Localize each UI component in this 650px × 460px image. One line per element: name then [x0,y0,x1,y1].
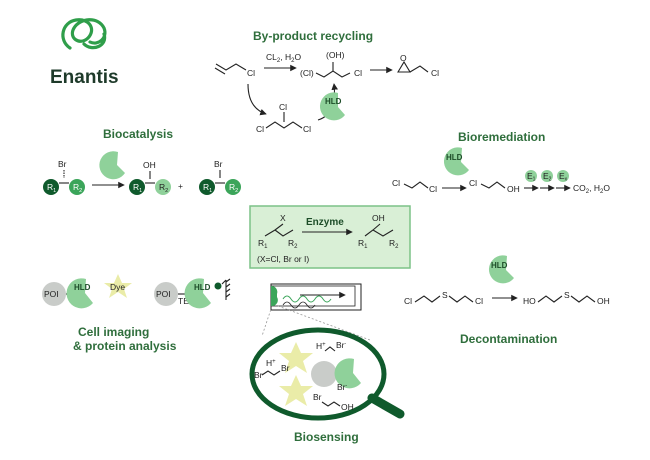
bs-br-3: Br [281,363,290,373]
biosensing-star-icon [279,375,313,406]
title-cell-imaging-2: & protein analysis [73,339,177,353]
svg-text:S: S [442,290,448,300]
center-oh: OH [372,213,385,223]
bs-br-4: Br- [337,382,348,392]
cell-imaging-scheme: POI HLD Dye POI TEV HLD [42,274,231,309]
byproduct-reagent: CL2, H2O [266,52,301,64]
rem-cl-2: Cl [429,184,437,194]
bio-br-2: Br [214,159,223,169]
bio-oh: OH [143,160,156,170]
central-reaction-box: X R1 R2 Enzyme OH R1 R2 (X=Cl, Br or I) [249,205,411,269]
rem-oh: OH [507,184,520,194]
svg-text:R1: R1 [258,238,268,250]
bs-h-2: H+ [316,341,326,351]
svg-text:R2: R2 [159,182,168,194]
svg-text:R1: R1 [358,238,368,250]
svg-text:HLD: HLD [74,283,91,292]
title-cell-imaging-1: Cell imaging [78,325,149,339]
byproduct-cl-1: Cl [247,68,255,78]
rem-cl-1: Cl [392,178,400,188]
svg-text:E2: E2 [543,171,552,183]
rem-cl-3: Cl [469,178,477,188]
biocatalysis-scheme: Br R1 R2 OH R1 R2 + Br R1 R2 [43,151,241,195]
dye-star-icon [104,274,132,298]
svg-text:TEV: TEV [178,296,195,306]
biocatalysis-enzyme-icon [99,151,125,180]
hld-enzyme-icon: HLD [319,92,345,121]
decontamination-enzyme-icon [488,255,514,284]
byproduct-cl-paren: (Cl) [300,68,314,78]
rem-enzyme-cascade: E1 E2 Ex [525,170,569,183]
svg-text:Dye: Dye [110,282,125,292]
title-bioremediation: Bioremediation [458,130,545,144]
svg-text:POI: POI [44,289,59,299]
svg-text:Cl: Cl [475,296,483,306]
svg-text:E1: E1 [527,171,536,183]
logo-swirl-icon [61,18,107,50]
svg-text:R2: R2 [73,182,82,194]
bioremediation-enzyme-icon [443,147,469,176]
svg-text:Ex: Ex [559,171,568,183]
svg-text:POI: POI [156,289,171,299]
svg-text:S: S [564,290,570,300]
svg-text:HLD: HLD [194,283,211,292]
bs-br-2: Br [254,370,263,380]
svg-text:R2: R2 [229,182,238,194]
logo-brand-text: Enantis [50,67,119,88]
title-decontamination: Decontamination [460,332,557,346]
svg-text:HLD: HLD [446,153,463,162]
center-x: X [280,213,286,223]
bs-h-1: H+ [266,358,276,368]
svg-text:R2: R2 [288,238,298,250]
rem-product: CO2, H2O [573,183,610,195]
svg-text:Cl: Cl [404,296,412,306]
svg-text:OH: OH [597,296,610,306]
svg-text:HO: HO [523,296,536,306]
byproduct-cl-3: Cl [431,68,439,78]
center-halogen-note: (X=Cl, Br or I) [257,254,309,264]
bioremediation-scheme: HLD Cl Cl Cl OH E1 E2 Ex CO2, H2O [392,147,610,195]
byproduct-scheme: Cl CL2, H2O (OH) (Cl) Cl O Cl Cl Cl Cl H… [214,50,439,134]
biosensing-scheme: H+ H+ Br- Br Br Br- Br OH [249,283,405,421]
bio-br-1: Br [58,159,67,169]
bs-br-5: Br [313,392,322,402]
center-enzyme-label: Enzyme [306,217,344,228]
title-biosensing: Biosensing [294,430,359,444]
svg-text:HLD: HLD [491,261,508,270]
bs-oh: OH [341,402,354,412]
biosensing-star-icon [279,342,313,373]
decontamination-scheme: HLD Cl S Cl HO S OH [404,255,610,306]
bs-br-1: Br- [336,340,347,350]
byproduct-cl-2: Cl [354,68,362,78]
svg-text:R1: R1 [133,182,142,194]
title-byproduct-recycling: By-product recycling [253,29,373,43]
svg-text:R2: R2 [389,238,399,250]
svg-text:HLD: HLD [325,97,342,106]
enantis-logo: Enantis [50,18,119,88]
byproduct-cl-right: Cl [303,124,311,134]
svg-text:R1: R1 [203,182,212,194]
byproduct-cl-top: Cl [279,102,287,112]
byproduct-oh: (OH) [326,50,345,60]
bio-plus: + [178,181,183,191]
svg-text:R1: R1 [47,182,56,194]
byproduct-cl-left: Cl [256,124,264,134]
title-biocatalysis: Biocatalysis [103,127,173,141]
svg-text:O: O [400,53,407,63]
